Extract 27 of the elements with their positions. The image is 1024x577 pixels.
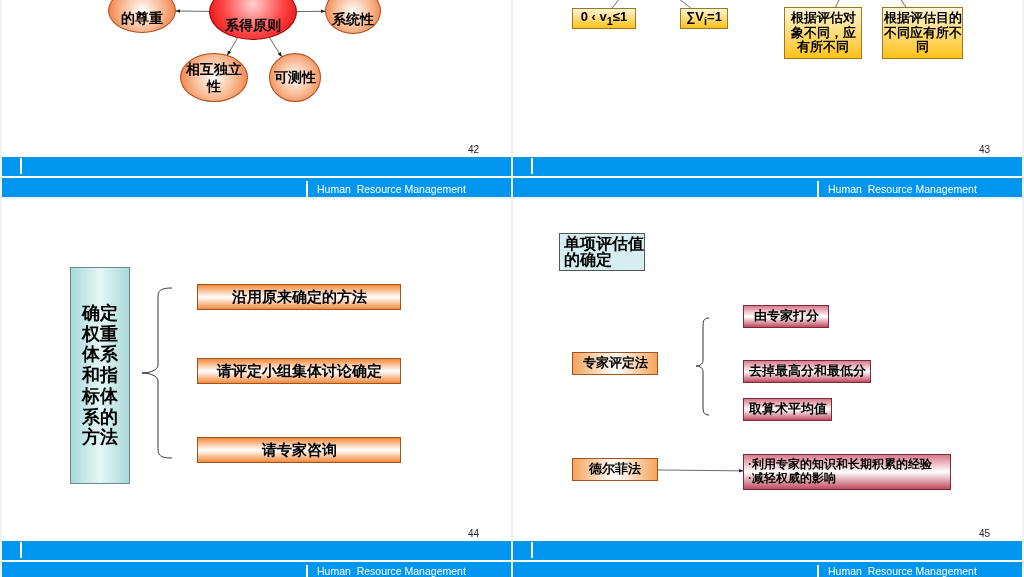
footer-text: Human Resource Management xyxy=(317,565,466,577)
page-number: 45 xyxy=(979,528,991,539)
footer-text: Human Resource Management xyxy=(828,183,977,195)
connector-line xyxy=(611,0,621,9)
connector-line xyxy=(899,0,907,8)
connector-line xyxy=(835,0,841,8)
page-number: 44 xyxy=(468,528,480,539)
footer-text: Human Resource Management xyxy=(828,565,977,577)
method-box: 德尔菲法 xyxy=(572,458,658,481)
page-number: 42 xyxy=(468,144,480,155)
formula-box: ∑V$_{i}$=1 xyxy=(680,8,728,29)
title-box: 确定权重体系和指标体系的方法 xyxy=(70,267,130,484)
note-box: 根据评估目的不同应有所不同 xyxy=(882,7,963,59)
step-box: 去掉最高分和最低分 xyxy=(743,360,871,383)
footer-text: Human Resource Management xyxy=(317,183,466,195)
note-box: ·利用专家的知识和长期积累的经验 ·减轻权威的影响 xyxy=(743,454,951,490)
page-number: 43 xyxy=(979,144,991,155)
connector-line xyxy=(677,0,692,9)
note-box: 根据评估对象不同，应有所不同 xyxy=(784,7,862,59)
method-box: 请专家咨询 xyxy=(197,437,401,463)
step-box: 取算术平均值 xyxy=(743,398,832,421)
formula-box: 0 ‹ v$_{1}$≤1 xyxy=(572,8,636,29)
method-box: 沿用原来确定的方法 xyxy=(197,284,401,310)
step-box: 由专家打分 xyxy=(743,305,829,328)
method-box: 专家评定法 xyxy=(572,352,658,375)
method-box: 请评定小组集体讨论确定 xyxy=(197,358,401,384)
title-box: 单项评估值的确定 xyxy=(559,233,645,271)
